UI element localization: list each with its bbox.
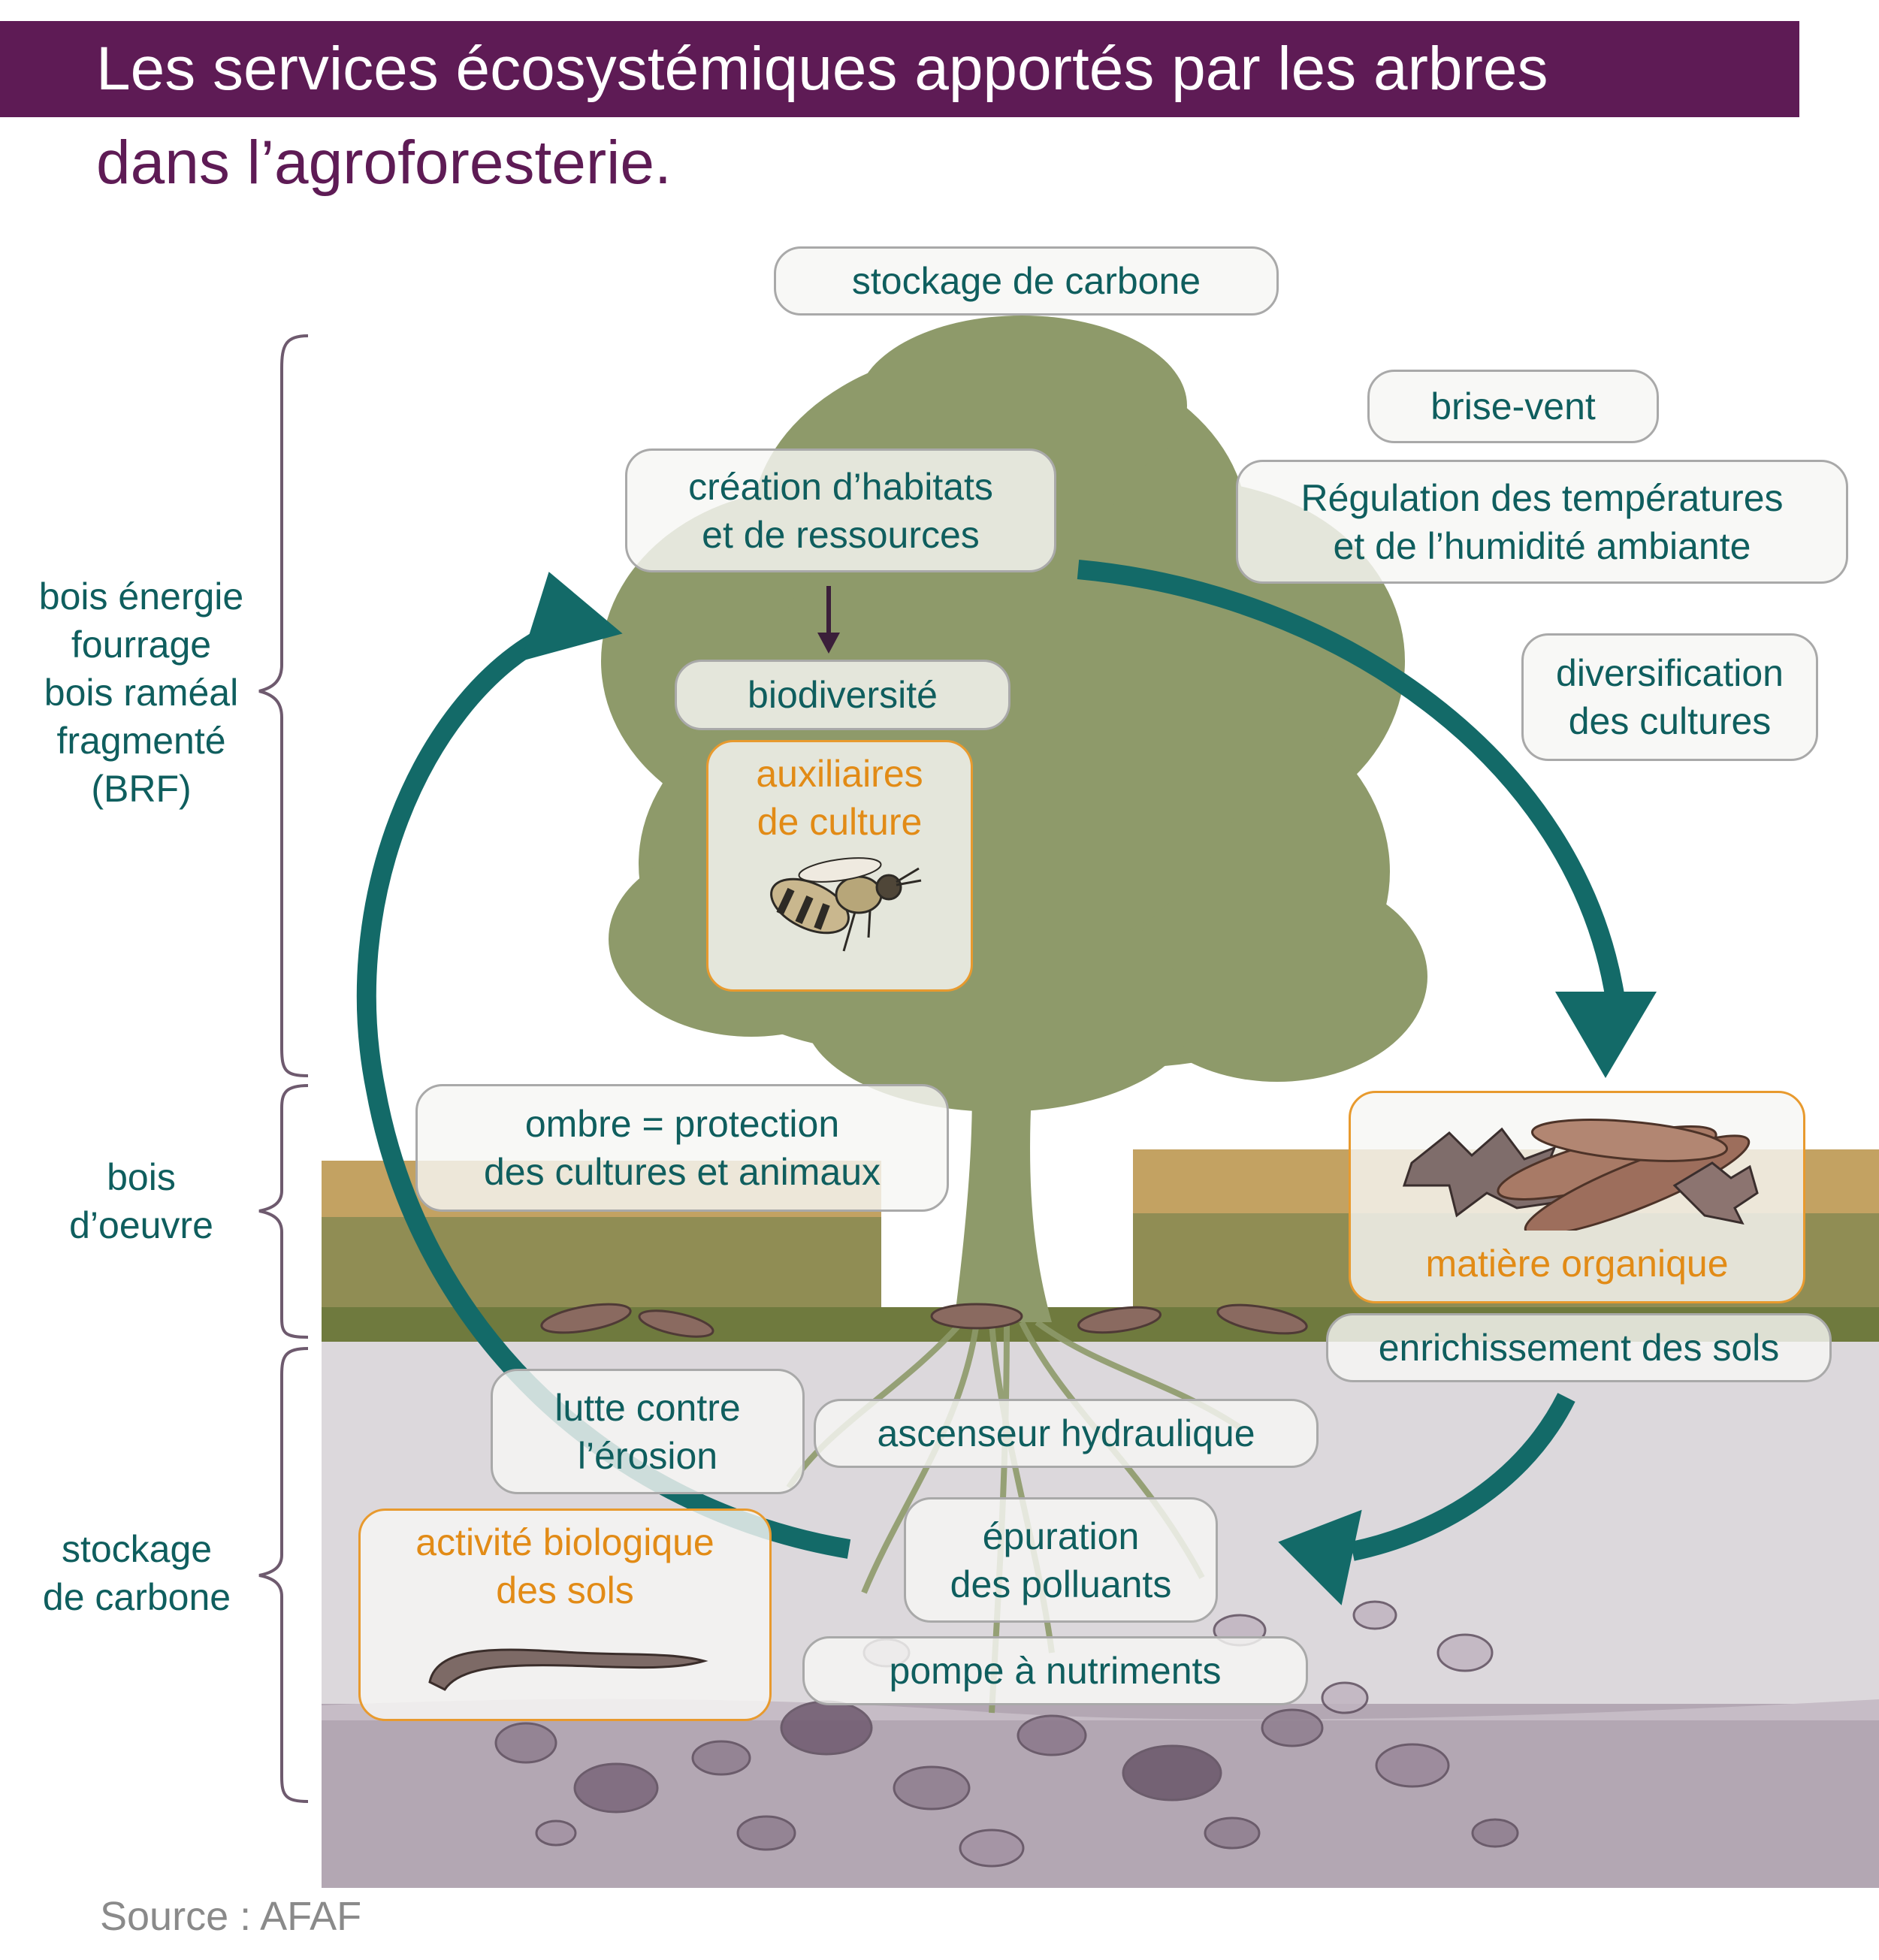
label-auxiliaires: auxiliaires de culture: [706, 740, 973, 992]
label-biodiversite: biodiversité: [675, 660, 1010, 730]
leaves-icon: [1402, 1119, 1759, 1231]
label-ombre: ombre = protection des cultures et anima…: [415, 1084, 949, 1212]
label-lutte-erosion: lutte contre l’érosion: [491, 1369, 805, 1494]
arrowhead-up: [521, 572, 623, 662]
label-diversification: diversification des cultures: [1521, 633, 1818, 761]
label-regulation: Régulation des températures et de l’humi…: [1236, 460, 1848, 584]
arrow-bottom-right: [1350, 1393, 1575, 1561]
label-matiere-organique: matière organique: [1349, 1091, 1805, 1303]
soil-lower-layer: [322, 1704, 1879, 1888]
side-label-bois-oeuvre: bois d’oeuvre: [69, 1156, 213, 1246]
label-ascenseur: ascenseur hydraulique: [814, 1399, 1319, 1468]
label-epuration: épuration des polluants: [904, 1497, 1218, 1623]
label-stockage-carbone: stockage de carbone: [774, 246, 1279, 316]
title-banner: Les services écosystémiques apportés par…: [0, 21, 1799, 117]
label-activite-biologique: activité biologique des sols: [358, 1509, 772, 1721]
arrowhead-down: [1555, 992, 1657, 1078]
bee-icon: [769, 857, 921, 952]
side-label-stockage: stockage de carbone: [42, 1528, 231, 1618]
ground-leaves: [540, 1303, 1308, 1338]
arrowhead-left: [1278, 1509, 1362, 1605]
label-pompe: pompe à nutriments: [802, 1636, 1308, 1705]
source-credit: Source : AFAF: [100, 1894, 362, 1939]
stones: [494, 1600, 1519, 1868]
side-braces: [258, 334, 309, 1803]
label-enrichissement: enrichissement des sols: [1326, 1313, 1832, 1382]
worm-icon: [428, 1648, 708, 1691]
label-habitats: création d’habitats et de ressources: [625, 448, 1056, 572]
side-label-bois-energie: bois énergie fourrage bois raméal fragme…: [38, 575, 244, 810]
arrow-top-right: [1077, 560, 1625, 1001]
small-arrowhead: [817, 633, 840, 654]
subtitle: dans l’agroforesterie.: [96, 128, 672, 197]
label-brise-vent: brise-vent: [1367, 370, 1659, 443]
